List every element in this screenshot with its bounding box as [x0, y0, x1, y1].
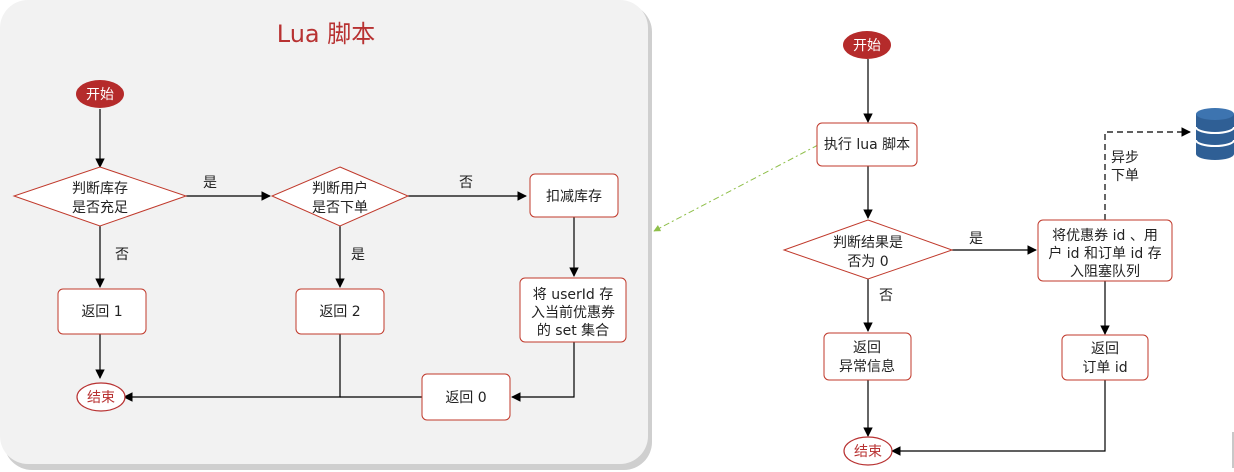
svg-text:返回 0: 返回 0: [445, 390, 486, 406]
svg-text:返回: 返回: [1091, 341, 1119, 357]
lua-detail-connector: [653, 144, 819, 232]
svg-text:将优惠券 id 、用: 将优惠券 id 、用: [1052, 228, 1158, 244]
svg-text:订单 id: 订单 id: [1082, 360, 1127, 376]
svg-text:异常信息: 异常信息: [839, 358, 895, 375]
async-label-line2: 下单: [1111, 168, 1139, 184]
svg-text:返回 2: 返回 2: [319, 304, 360, 320]
judge-result-decision: 判断结果是 否为 0: [782, 219, 954, 280]
no-label-judge: 否: [879, 288, 893, 304]
svg-text:执行 lua 脚本: 执行 lua 脚本: [824, 137, 910, 153]
svg-text:判断结果是: 判断结果是: [833, 235, 903, 251]
svg-text:入当前优惠券: 入当前优惠券: [531, 304, 615, 321]
yes-label-user: 是: [351, 247, 365, 263]
svg-text:入阻塞队列: 入阻塞队列: [1070, 263, 1140, 280]
yes-label-stock: 是: [203, 175, 217, 191]
check-stock-decision: 判断库存 是否充足: [12, 166, 188, 227]
svg-text:开始: 开始: [853, 38, 881, 54]
svg-text:户 id 和订单 id 存: 户 id 和订单 id 存: [1048, 245, 1161, 262]
main-start-node: 开始: [843, 31, 891, 59]
no-label-stock: 否: [115, 247, 129, 263]
return-0-box: 返回 0: [421, 373, 511, 421]
return-2-box: 返回 2: [295, 288, 385, 335]
deduct-stock-box: 扣减库存: [529, 173, 619, 218]
svg-text:开始: 开始: [86, 87, 114, 103]
yes-label-judge: 是: [969, 231, 983, 247]
svg-text:的 set 集合: 的 set 集合: [537, 322, 609, 339]
lua-end-node: 结束: [76, 382, 126, 412]
database-icon: [1195, 108, 1234, 160]
svg-text:判断库存: 判断库存: [72, 181, 128, 197]
svg-text:判断用户: 判断用户: [312, 180, 368, 197]
svg-text:是否下单: 是否下单: [312, 200, 368, 216]
lua-start-node: 开始: [76, 80, 124, 108]
svg-text:是否充足: 是否充足: [72, 200, 128, 216]
exec-lua-box: 执行 lua 脚本: [816, 122, 918, 167]
save-user-set-box: 将 userId 存 入当前优惠券 的 set 集合: [519, 277, 627, 343]
async-label-line1: 异步: [1111, 150, 1139, 166]
lua-script-panel: [0, 0, 652, 470]
svg-text:返回 1: 返回 1: [81, 304, 122, 320]
error-return-box: 返回 异常信息: [823, 332, 912, 381]
no-label-user: 否: [459, 175, 473, 191]
svg-text:返回: 返回: [853, 340, 881, 356]
main-end-node: 结束: [843, 436, 893, 466]
return-1-box: 返回 1: [57, 288, 147, 335]
svg-text:将 userId 存: 将 userId 存: [533, 287, 613, 303]
check-user-decision: 判断用户 是否下单: [270, 166, 410, 227]
svg-text:结束: 结束: [87, 390, 115, 406]
svg-text:否为 0: 否为 0: [847, 254, 888, 270]
svg-text:结束: 结束: [854, 444, 882, 460]
enqueue-box: 将优惠券 id 、用 户 id 和订单 id 存 入阻塞队列: [1037, 219, 1173, 282]
svg-text:扣减库存: 扣减库存: [546, 189, 602, 205]
lua-panel-title: Lua 脚本: [277, 20, 376, 48]
order-id-return-box: 返回 订单 id: [1061, 334, 1149, 381]
